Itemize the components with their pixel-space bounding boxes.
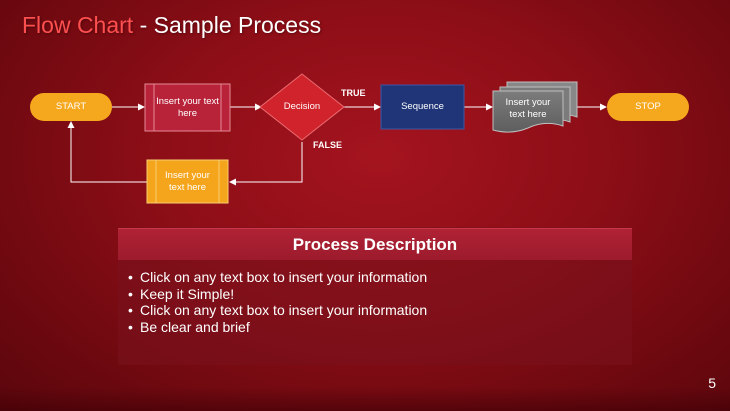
title-accent: Flow Chart	[22, 12, 134, 38]
list-item-text: Click on any text box to insert your inf…	[140, 269, 428, 285]
list-item: •Click on any text box to insert your in…	[128, 302, 428, 318]
list-item: •Click on any text box to insert your in…	[128, 269, 428, 285]
stop-label: STOP	[635, 101, 661, 112]
start-label: START	[55, 101, 87, 112]
list-item-text: Be clear and brief	[140, 318, 250, 335]
false-label: FALSE	[313, 140, 343, 150]
list-item: •Be clear and brief	[128, 318, 250, 335]
documents-label: Insert your text here	[505, 97, 551, 120]
decision-diamond[interactable]	[259, 73, 345, 141]
description-list[interactable]: •Click on any text box to insert your in…	[128, 269, 618, 335]
page-number: 5	[708, 375, 716, 391]
arrow-decision-false-to-process	[229, 142, 303, 186]
process-box-bottom[interactable]	[146, 159, 229, 204]
process-bottom-label: Insert your text here	[165, 169, 210, 193]
true-label: TRUE	[341, 88, 366, 98]
process-top-label: Insert your text here	[156, 95, 219, 119]
sequence-box[interactable]	[380, 84, 465, 130]
arrow-process-back-to-start	[67, 121, 147, 183]
document-front[interactable]	[492, 90, 564, 133]
stop-terminator[interactable]	[607, 93, 689, 121]
floor-shadow	[0, 387, 730, 411]
list-item-text: Keep it Simple!	[140, 285, 235, 302]
list-item: •Keep it Simple!	[128, 285, 235, 302]
slide-title[interactable]: Flow Chart - Sample Process	[22, 12, 321, 39]
title-rest: - Sample Process	[133, 12, 322, 38]
process-box-top[interactable]	[144, 83, 231, 132]
start-terminator[interactable]	[30, 93, 112, 121]
list-item-text: Click on any text box to insert your inf…	[140, 302, 428, 318]
sequence-label: Sequence	[401, 101, 444, 112]
decision-label: Decision	[283, 101, 321, 112]
description-heading[interactable]: Process Description	[118, 228, 632, 260]
